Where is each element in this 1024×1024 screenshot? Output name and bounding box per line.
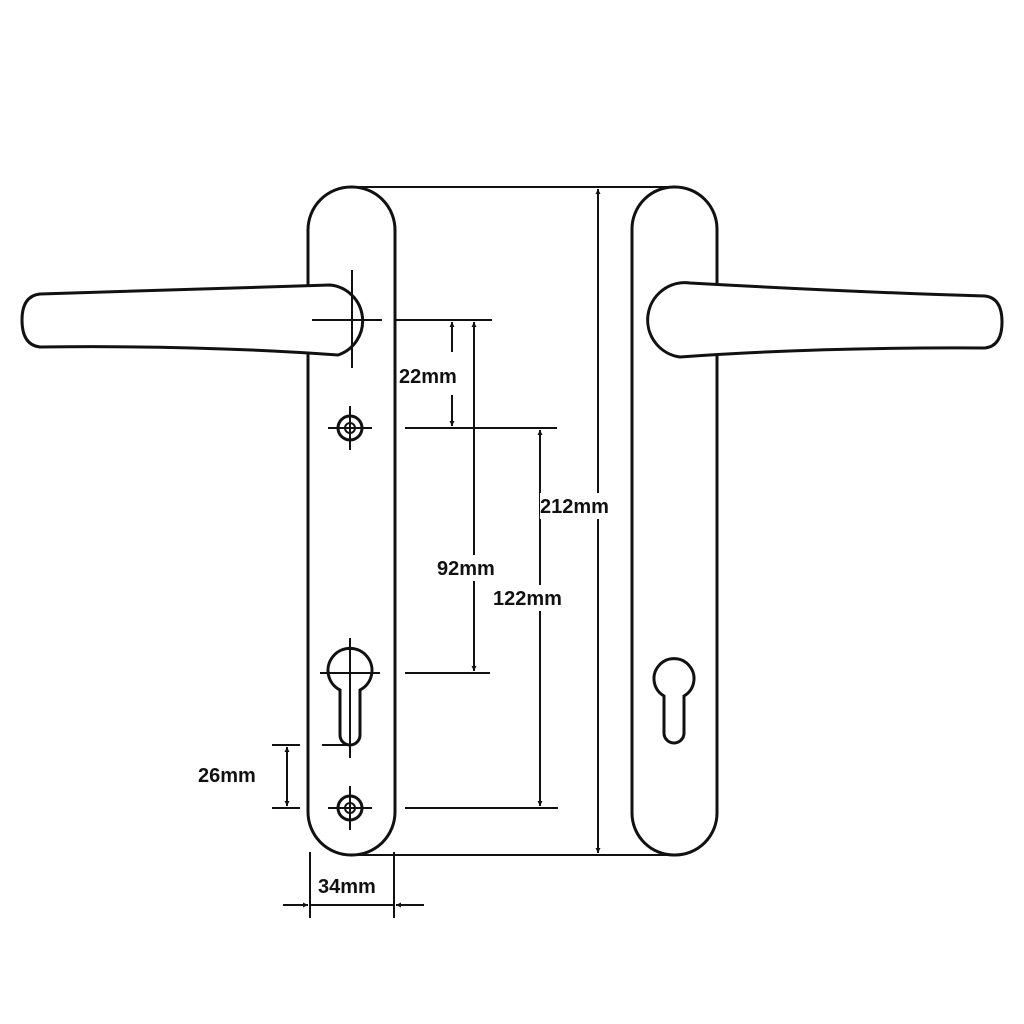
- right-lever-handle: [646, 281, 1004, 359]
- dim-label-22mm: 22mm: [399, 366, 457, 388]
- dim-label-92mm: 92mm: [437, 558, 495, 580]
- top-screw-icon: [328, 406, 372, 450]
- left-lever-handle: [20, 283, 365, 357]
- dim-label-122mm: 122mm: [493, 588, 562, 610]
- dim-label-34mm: 34mm: [318, 876, 376, 898]
- bottom-screw-icon: [328, 786, 372, 830]
- dim-label-212mm: 212mm: [540, 496, 609, 518]
- left-keyhole-icon: [320, 638, 380, 758]
- dim-label-26mm: 26mm: [198, 765, 256, 787]
- right-keyhole-icon: [652, 657, 696, 745]
